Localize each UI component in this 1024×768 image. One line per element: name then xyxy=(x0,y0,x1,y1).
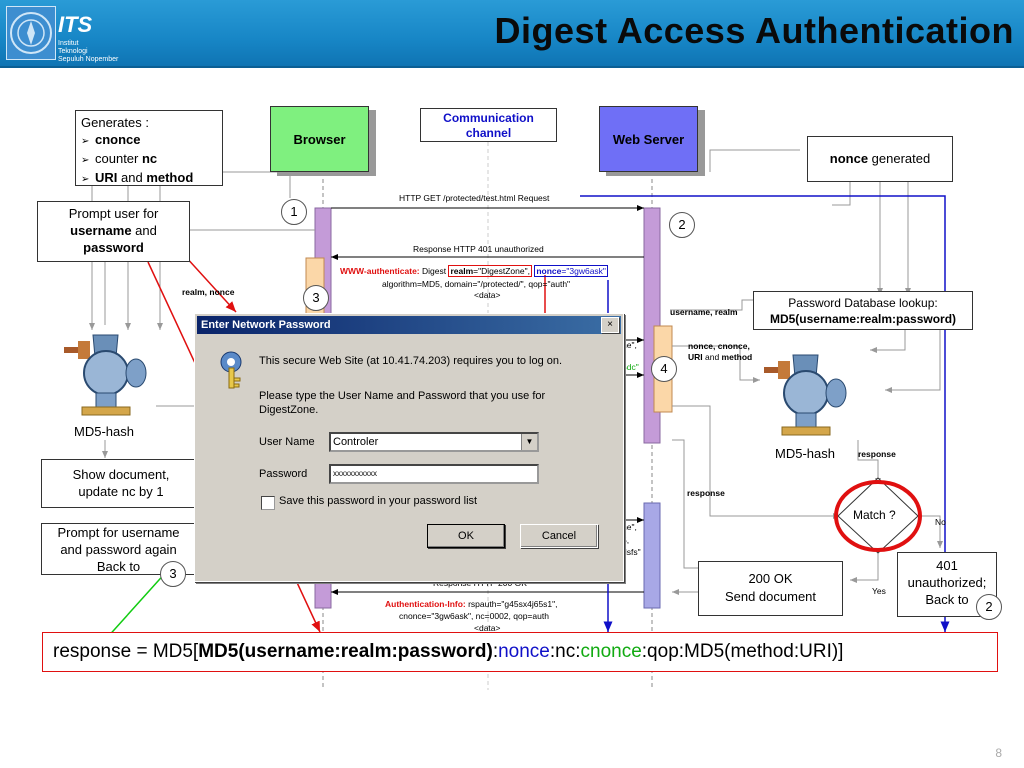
step-2: 2 xyxy=(669,212,695,238)
channel-label: Communication channel xyxy=(420,108,557,142)
data-tag-2: <data> xyxy=(474,623,501,633)
header-bar xyxy=(0,0,1024,66)
auth-info-text: Authentication-Info: rspauth="g45sx4j65s… xyxy=(385,599,558,609)
network-password-dialog: Enter Network Password × This secure Web… xyxy=(194,313,624,582)
md5-left-label: MD5-hash xyxy=(74,424,134,439)
step-4: 4 xyxy=(651,356,677,382)
data-tag-1: <data> xyxy=(474,290,501,300)
password-field[interactable]: xxxxxxxxxxx xyxy=(329,464,539,484)
key-icon xyxy=(220,351,242,389)
page-number: 8 xyxy=(995,746,1002,760)
yes-label: Yes xyxy=(872,586,886,596)
generates-title: Generates : xyxy=(81,115,149,130)
no-label: No xyxy=(935,517,946,527)
password-label: Password xyxy=(259,468,308,480)
www-auth-text: WWW-authenticate: Digest realm="DigestZo… xyxy=(340,265,608,277)
ok-box: 200 OK Send document xyxy=(698,561,843,616)
match-label: Match ? xyxy=(853,508,896,522)
show-document-box: Show document, update nc by 1 xyxy=(41,459,201,508)
browser-actor: Browser xyxy=(270,106,369,172)
nonce-generated-box: nonce generated xyxy=(807,136,953,182)
auth-info-line2: cnonce="3gw6ask", nc=0002, qop=auth xyxy=(399,611,549,621)
resp401-text: Response HTTP 401 unauthorized xyxy=(413,244,544,254)
response-label-mid: response xyxy=(687,488,725,498)
step-1: 1 xyxy=(281,199,307,225)
username-label: User Name xyxy=(259,436,315,448)
page-title: Digest Access Authentication xyxy=(494,10,1014,51)
prompt-user-box: Prompt user for username and password xyxy=(37,201,190,262)
header-divider xyxy=(0,66,1024,68)
server-actor: Web Server xyxy=(599,106,698,172)
step-3: 3 xyxy=(303,285,329,311)
www-auth-line2: algorithm=MD5, domain="/protected/", qop… xyxy=(382,279,571,289)
generates-box: Generates : ➢cnonce ➢counter nc ➢URI and… xyxy=(75,110,223,186)
realm-nonce-label: realm, nonce xyxy=(182,287,235,297)
generates-item-cnonce: cnonce xyxy=(95,132,141,147)
step-2-back: 2 xyxy=(976,594,1002,620)
match-highlight xyxy=(834,480,922,552)
resp200-text: Response HTTP 200 OK xyxy=(433,578,527,588)
save-password-label: Save this password in your password list xyxy=(279,495,478,507)
md5-right-label: MD5-hash xyxy=(775,446,835,461)
nonce-cnonce-label: nonce, cnonce, xyxy=(688,341,750,351)
prompt-again-box: Prompt for username and password again B… xyxy=(41,523,196,575)
step-3-back: 3 xyxy=(160,561,186,587)
save-password-checkbox[interactable] xyxy=(261,496,275,510)
dialog-message-2: Please type the User Name and Password t… xyxy=(259,390,546,402)
dialog-message-1: This secure Web Site (at 10.41.74.203) r… xyxy=(259,355,563,367)
response-formula: response = MD5[MD5(username:realm:passwo… xyxy=(42,632,998,672)
ok-button[interactable]: OK xyxy=(427,524,505,548)
logo-subtitle: Institut Teknologi Sepuluh Nopember xyxy=(58,40,119,63)
logo-text: ITS xyxy=(58,12,93,37)
match-diamond xyxy=(837,477,919,554)
db-lookup-box: Password Database lookup: MD5(username:r… xyxy=(753,291,973,330)
response-label-right: response xyxy=(858,449,896,459)
cancel-button[interactable]: Cancel xyxy=(520,524,598,548)
dialog-message-3: DigestZone. xyxy=(259,404,319,416)
uri-method-label: URI and method xyxy=(688,352,753,362)
md5-grinder-icon xyxy=(64,334,147,416)
username-select[interactable]: Controler ▼ xyxy=(329,432,539,452)
its-logo-icon xyxy=(6,6,56,60)
username-realm-label: username, realm xyxy=(670,307,738,317)
get-request-text: HTTP GET /protected/test.html Request xyxy=(399,193,550,203)
md5-grinder-icon xyxy=(764,354,847,436)
dialog-close-button[interactable]: × xyxy=(601,317,619,333)
dialog-title: Enter Network Password xyxy=(197,316,621,334)
server-activation-2 xyxy=(643,502,661,609)
chevron-down-icon[interactable]: ▼ xyxy=(521,434,537,450)
